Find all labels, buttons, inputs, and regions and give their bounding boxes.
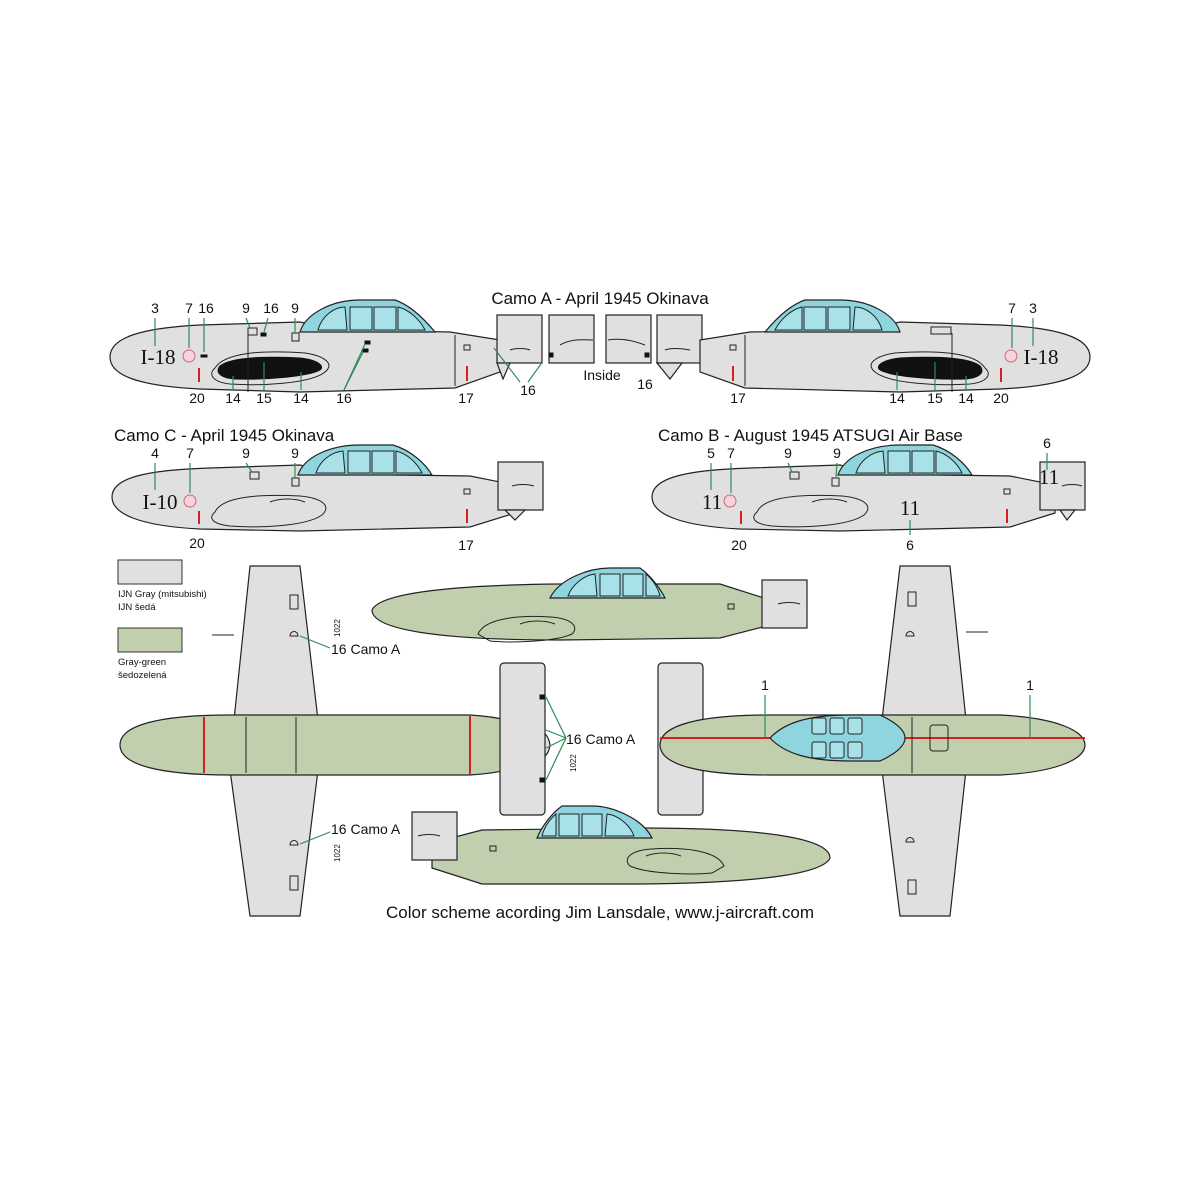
color-legend: IJN Gray (mitsubishi) IJN šedá Gray-gree… <box>117 559 207 681</box>
gray-green-profile-lower <box>411 805 831 885</box>
svg-text:9: 9 <box>784 445 792 461</box>
svg-text:1022: 1022 <box>569 754 578 772</box>
svg-text:1022: 1022 <box>333 619 342 637</box>
svg-text:3: 3 <box>151 300 159 316</box>
svg-text:6: 6 <box>906 537 914 553</box>
svg-text:17: 17 <box>730 390 746 406</box>
gray-green-profile-upper <box>371 567 808 643</box>
camo-b-profile: Camo B - August 1945 ATSUGI Air Base 11 … <box>651 426 1086 553</box>
svg-text:14: 14 <box>958 390 974 406</box>
svg-text:IJN Gray (mitsubishi): IJN Gray (mitsubishi) <box>118 589 207 600</box>
camo-b-code-nose: 11 <box>702 490 722 514</box>
svg-text:7: 7 <box>186 445 194 461</box>
svg-text:20: 20 <box>993 390 1009 406</box>
svg-text:17: 17 <box>458 390 474 406</box>
svg-text:14: 14 <box>225 390 241 406</box>
legend-swatch-gray-green <box>117 627 183 653</box>
bottom-view: 1 1 <box>659 565 1086 917</box>
camo-a-right-code: I-18 <box>1024 345 1059 369</box>
camo-a-title: Camo A - April 1945 Okinava <box>491 289 709 308</box>
camo-a-elevator-parts <box>496 314 703 381</box>
camo-b-code-side: 11 <box>900 496 920 520</box>
legend-swatch-ijn-gray <box>117 559 183 585</box>
svg-text:Inside: Inside <box>583 367 621 383</box>
svg-text:7: 7 <box>185 300 193 316</box>
svg-text:17: 17 <box>458 537 474 553</box>
camo-a-left-profile: I-18 <box>109 299 501 393</box>
camo-b-code-tail: 11 <box>1039 465 1059 489</box>
camo-a-left-code: I-18 <box>141 345 176 369</box>
credit-line: Color scheme acording Jim Lansdale, www.… <box>386 903 814 922</box>
svg-text:15: 15 <box>256 390 272 406</box>
svg-text:20: 20 <box>189 535 205 551</box>
svg-text:7: 7 <box>727 445 735 461</box>
svg-text:9: 9 <box>242 445 250 461</box>
svg-text:4: 4 <box>151 445 159 461</box>
svg-text:1: 1 <box>761 677 769 693</box>
svg-text:16 Camo A: 16 Camo A <box>331 821 401 837</box>
svg-text:14: 14 <box>293 390 309 406</box>
svg-text:6: 6 <box>1043 435 1051 451</box>
svg-text:16: 16 <box>520 382 536 398</box>
camo-a-right-profile: I-18 <box>699 299 1091 393</box>
svg-text:15: 15 <box>927 390 943 406</box>
svg-text:20: 20 <box>731 537 747 553</box>
svg-text:14: 14 <box>889 390 905 406</box>
svg-text:9: 9 <box>833 445 841 461</box>
svg-text:7: 7 <box>1008 300 1016 316</box>
svg-text:1: 1 <box>1026 677 1034 693</box>
camo-c-profile: Camo C - April 1945 Okinava I-10 4 7 9 9… <box>111 426 544 553</box>
camo-b-title: Camo B - August 1945 ATSUGI Air Base <box>658 426 963 445</box>
svg-text:9: 9 <box>242 300 250 316</box>
camo-c-code: I-10 <box>143 490 178 514</box>
camo-c-title: Camo C - April 1945 Okinava <box>114 426 335 445</box>
svg-text:16 Camo A: 16 Camo A <box>566 731 636 747</box>
svg-text:9: 9 <box>291 300 299 316</box>
svg-text:5: 5 <box>707 445 715 461</box>
svg-text:IJN šedá: IJN šedá <box>118 602 156 613</box>
svg-text:16: 16 <box>336 390 352 406</box>
svg-text:3: 3 <box>1029 300 1037 316</box>
svg-text:20: 20 <box>189 390 205 406</box>
svg-text:Gray-green: Gray-green <box>118 657 166 668</box>
svg-text:šedozelená: šedozelená <box>118 670 167 681</box>
svg-text:16: 16 <box>198 300 214 316</box>
svg-text:16 Camo A: 16 Camo A <box>331 641 401 657</box>
svg-text:16: 16 <box>637 376 653 392</box>
top-view: 1022 1022 16 Camo A 16 Camo A <box>119 565 551 917</box>
svg-text:16: 16 <box>263 300 279 316</box>
svg-text:1022: 1022 <box>333 844 342 862</box>
camo-a-callouts: Camo A - April 1945 Okinava 3 7 16 9 16 … <box>151 289 1037 406</box>
svg-text:9: 9 <box>291 445 299 461</box>
